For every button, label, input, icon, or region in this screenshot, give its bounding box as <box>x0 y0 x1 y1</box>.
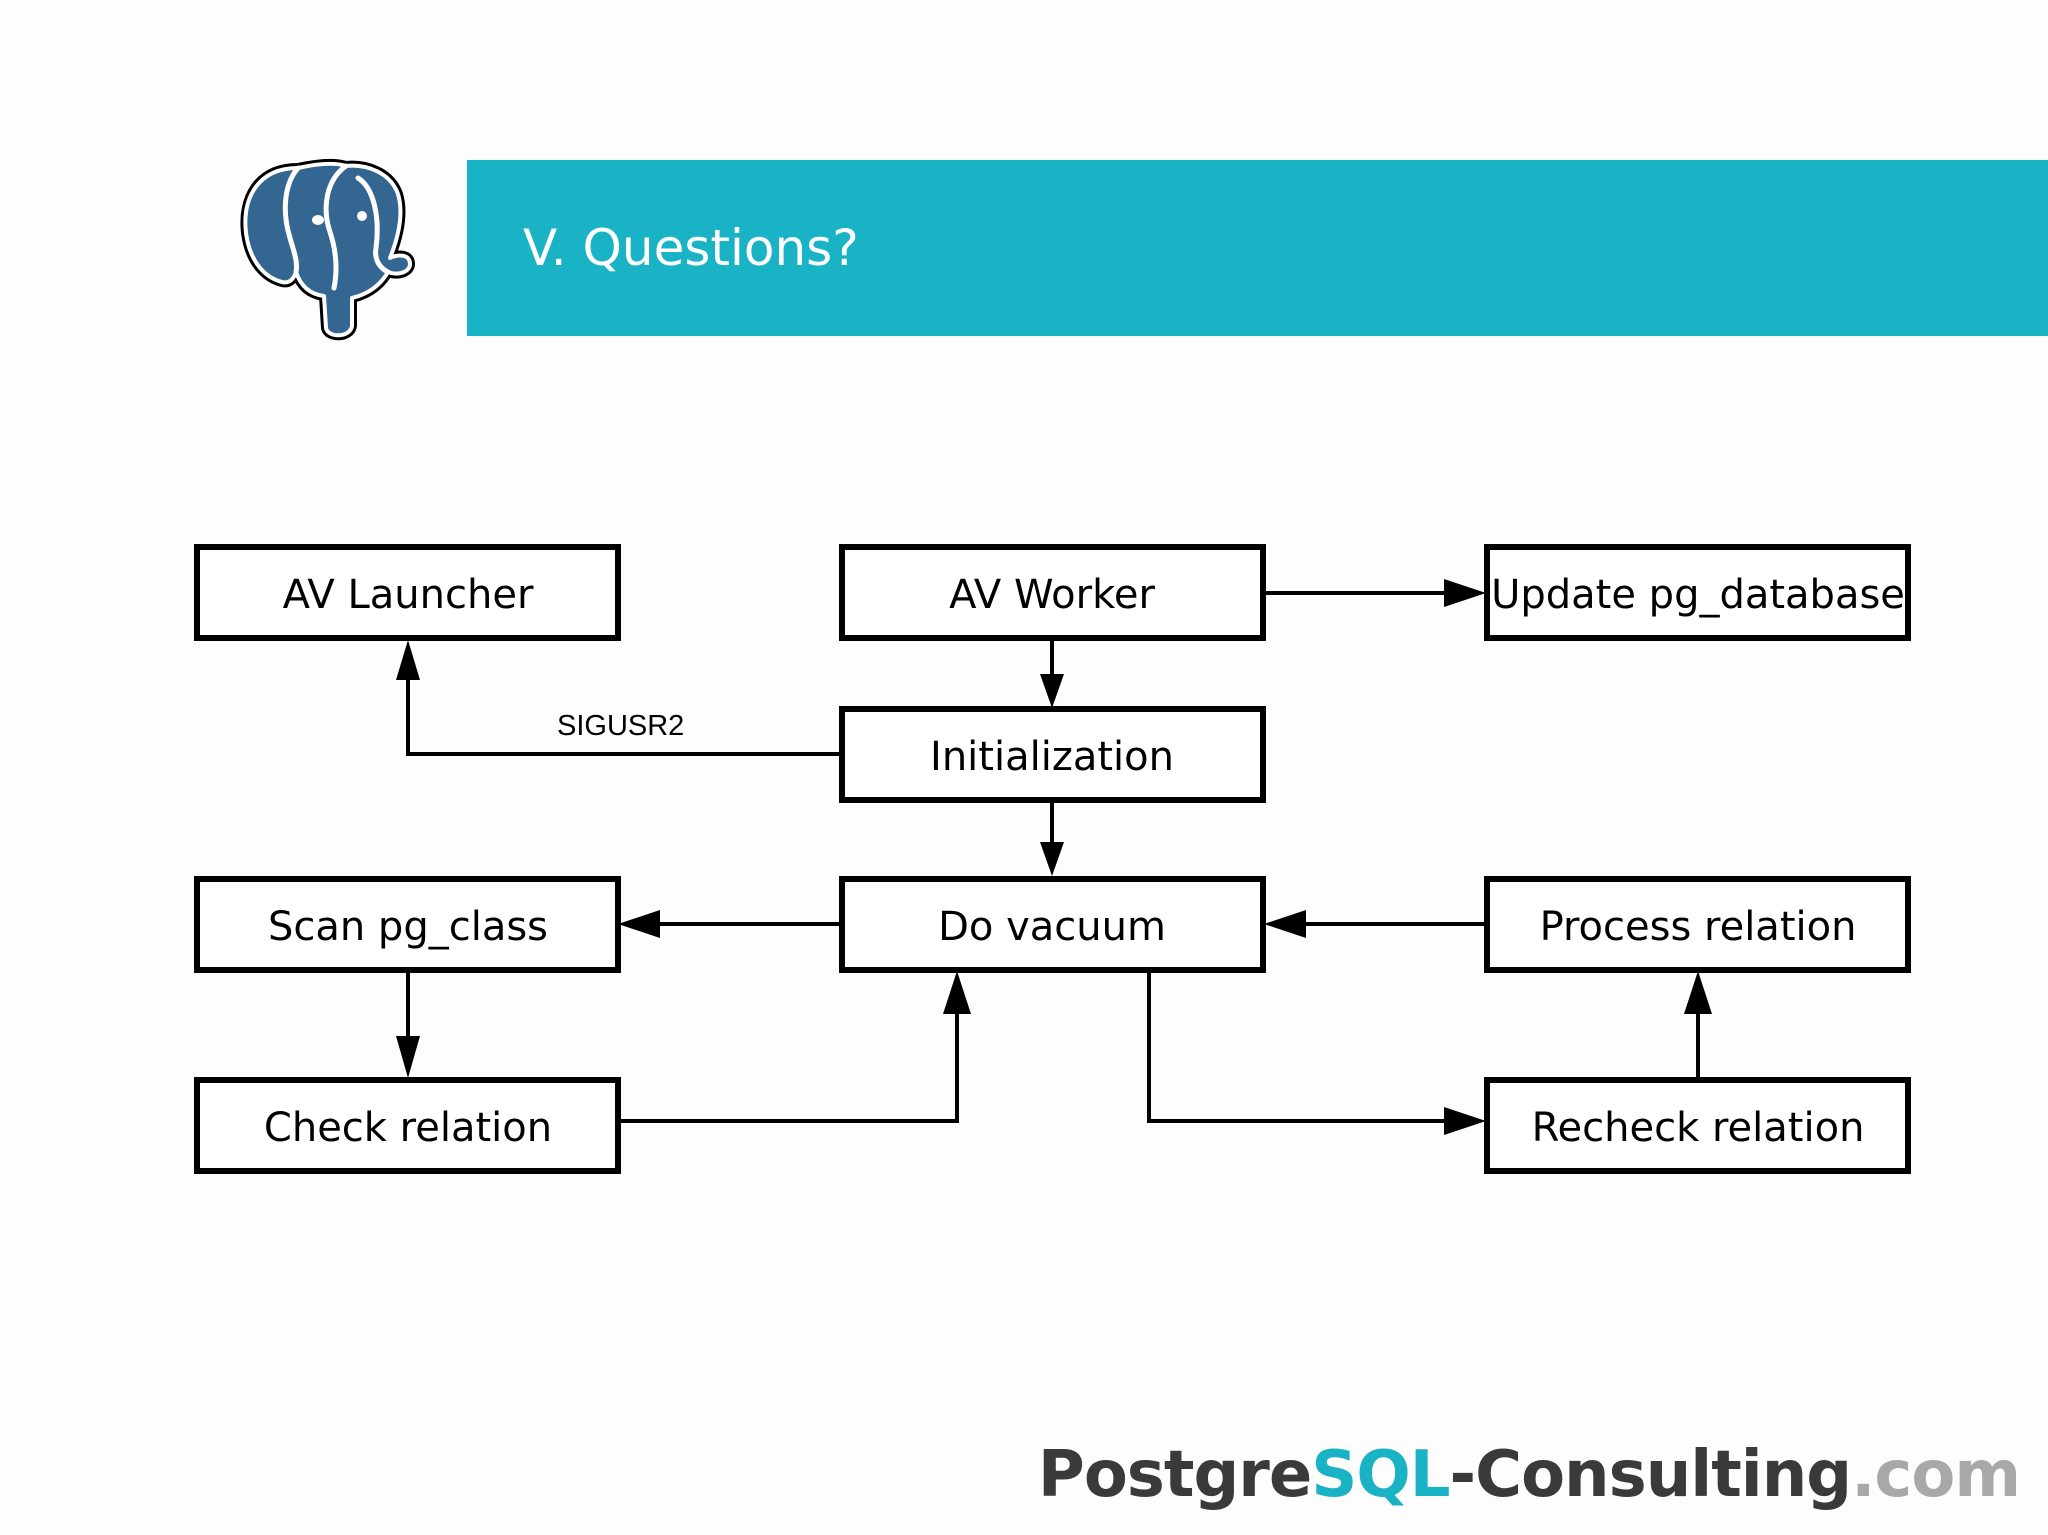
edge-check-to-vacuum <box>618 1014 959 1123</box>
node-check-relation: Check relation <box>194 1077 621 1174</box>
title-bar: V. Questions? <box>467 160 2048 336</box>
arrowhead <box>1684 971 1712 1014</box>
arrowhead <box>1040 674 1064 708</box>
arrowhead <box>943 971 971 1014</box>
footer-brand-logo: PostgreSQL-Consulting.com <box>1037 1438 2021 1512</box>
brand-part: .com <box>1851 1438 2021 1512</box>
node-label: Process relation <box>1540 904 1857 950</box>
node-label: AV Worker <box>949 572 1155 618</box>
edge-label-sigusr2: SIGUSR2 <box>557 710 684 742</box>
arrowhead <box>396 1036 420 1078</box>
node-process-relation: Process relation <box>1484 876 1911 973</box>
node-initialization: Initialization <box>839 706 1266 803</box>
node-recheck-relation: Recheck relation <box>1484 1077 1911 1174</box>
arrowhead <box>1264 910 1306 938</box>
edge-init-to-launcher <box>406 680 840 756</box>
node-label: Update pg_database <box>1491 572 1905 618</box>
node-label: Scan pg_class <box>268 904 548 950</box>
node-label: Check relation <box>264 1105 552 1151</box>
arrowhead <box>1444 579 1486 607</box>
node-do-vacuum: Do vacuum <box>839 876 1266 973</box>
brand-part: Postgre <box>1037 1438 1312 1512</box>
node-av-worker: AV Worker <box>839 544 1266 641</box>
node-label: Do vacuum <box>938 904 1166 950</box>
arrowhead <box>1040 842 1064 876</box>
node-scan-pg-class: Scan pg_class <box>194 876 621 973</box>
edge-vacuum-to-recheck <box>1147 971 1444 1123</box>
node-label: AV Launcher <box>283 572 534 618</box>
node-update-pg-database: Update pg_database <box>1484 544 1911 641</box>
node-label: Initialization <box>930 734 1174 780</box>
arrowhead <box>618 910 660 938</box>
arrowhead <box>1444 1107 1486 1135</box>
slide-title: V. Questions? <box>523 219 859 277</box>
brand-part: -Consulting <box>1449 1438 1853 1512</box>
node-av-launcher: AV Launcher <box>194 544 621 641</box>
arrowhead <box>396 640 420 680</box>
brand-part: SQL <box>1311 1438 1450 1512</box>
postgresql-elephant-icon <box>240 158 415 341</box>
node-label: Recheck relation <box>1532 1105 1865 1151</box>
